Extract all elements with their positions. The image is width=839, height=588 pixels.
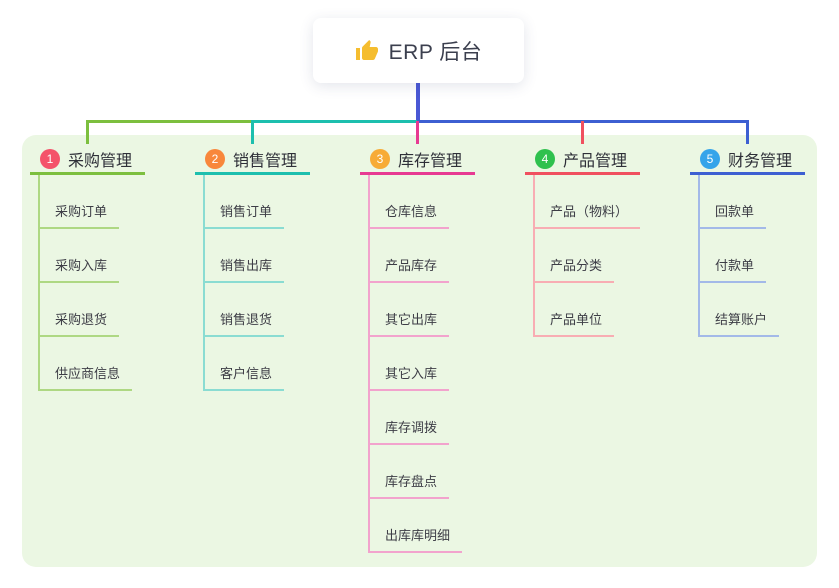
branch-number-badge: 5 [700, 148, 720, 169]
child-node[interactable]: 产品分类 [533, 255, 615, 283]
child-node[interactable]: 采购入库 [38, 255, 120, 283]
child-row: 销售退货 [195, 283, 355, 337]
branch-3: 3 库存管理仓库信息产品库存其它出库其它入库库存调拨库存盘点出库库明细 [360, 145, 520, 553]
branch-children: 仓库信息产品库存其它出库其它入库库存调拨库存盘点出库库明细 [360, 175, 520, 553]
branch-spine-line [533, 175, 535, 337]
child-node[interactable]: 客户信息 [203, 363, 285, 391]
branch-4: 4 产品管理产品（物料） 产品分类产品单位 [525, 145, 685, 337]
branch-title-label: 财务管理 [728, 152, 793, 170]
child-node[interactable]: 产品库存 [368, 255, 450, 283]
child-node[interactable]: 仓库信息 [368, 201, 450, 229]
child-row: 供应商信息 [30, 337, 190, 391]
branch-title-label: 产品管理 [563, 152, 628, 170]
branches-panel [22, 135, 817, 567]
child-row: 销售出库 [195, 229, 355, 283]
child-row: 客户信息 [195, 337, 355, 391]
branch-title-node[interactable]: 2 销售管理 [195, 145, 310, 175]
branch-number-badge: 3 [370, 148, 390, 169]
branch-5: 5 财务管理回款单付款单结算账户 [690, 145, 839, 337]
child-row: 产品（物料） [525, 175, 685, 229]
child-node[interactable]: 付款单 [698, 255, 767, 283]
branch-title-node[interactable]: 3 库存管理 [360, 145, 475, 175]
child-row: 销售订单 [195, 175, 355, 229]
child-node[interactable]: 销售订单 [203, 201, 285, 229]
branch-number-badge: 2 [205, 148, 225, 169]
child-node[interactable]: 采购订单 [38, 201, 120, 229]
branch-title-node[interactable]: 4 产品管理 [525, 145, 640, 175]
child-node[interactable]: 库存调拨 [368, 417, 450, 445]
child-row: 其它入库 [360, 337, 520, 391]
child-node[interactable]: 产品（物料） [533, 201, 641, 229]
child-node[interactable]: 销售退货 [203, 309, 285, 337]
child-node[interactable]: 库存盘点 [368, 471, 450, 499]
branch-spine-line [203, 175, 205, 391]
branch-children: 产品（物料） 产品分类产品单位 [525, 175, 685, 337]
child-row: 采购退货 [30, 283, 190, 337]
child-row: 库存盘点 [360, 445, 520, 499]
branch-spine-line [698, 175, 700, 337]
child-row: 结算账户 [690, 283, 839, 337]
branch-children: 销售订单销售出库销售退货客户信息 [195, 175, 355, 391]
thumbs-up-icon [355, 39, 378, 60]
branch-spine-line [368, 175, 370, 553]
root-connector-line [416, 83, 420, 123]
branch-title-label: 库存管理 [398, 152, 463, 170]
branch-title-node[interactable]: 5 财务管理 [690, 145, 805, 175]
child-node[interactable]: 其它出库 [368, 309, 450, 337]
branch-spine-line [38, 175, 40, 391]
child-node[interactable]: 销售出库 [203, 255, 285, 283]
top-connector-segment [86, 120, 254, 123]
root-node[interactable]: ERP 后台 [313, 18, 524, 83]
branch-2: 2 销售管理销售订单销售出库销售退货客户信息 [195, 145, 355, 391]
branch-title-label: 销售管理 [233, 152, 298, 170]
child-row: 其它出库 [360, 283, 520, 337]
child-node[interactable]: 回款单 [698, 201, 767, 229]
branch-children: 回款单付款单结算账户 [690, 175, 839, 337]
branch-drop-line [86, 121, 89, 144]
root-title: ERP 后台 [388, 40, 483, 64]
child-node[interactable]: 采购退货 [38, 309, 120, 337]
child-row: 付款单 [690, 229, 839, 283]
branch-title-label: 采购管理 [68, 152, 133, 170]
branch-drop-line [746, 121, 749, 144]
child-row: 仓库信息 [360, 175, 520, 229]
child-node[interactable]: 其它入库 [368, 363, 450, 391]
child-row: 出库库明细 [360, 499, 520, 553]
child-row: 产品分类 [525, 229, 685, 283]
child-node[interactable]: 产品单位 [533, 309, 615, 337]
child-row: 采购订单 [30, 175, 190, 229]
child-node[interactable]: 结算账户 [698, 309, 780, 337]
branch-children: 采购订单采购入库采购退货供应商信息 [30, 175, 190, 391]
child-row: 库存调拨 [360, 391, 520, 445]
branch-number-badge: 1 [40, 148, 60, 169]
child-row: 产品库存 [360, 229, 520, 283]
child-row: 产品单位 [525, 283, 685, 337]
branch-number-badge: 4 [535, 148, 555, 169]
branch-drop-line [416, 121, 419, 144]
branch-title-node[interactable]: 1 采购管理 [30, 145, 145, 175]
branch-drop-line [251, 121, 254, 144]
child-node[interactable]: 供应商信息 [38, 363, 133, 391]
child-node[interactable]: 出库库明细 [368, 525, 463, 553]
child-row: 采购入库 [30, 229, 190, 283]
branch-drop-line [581, 121, 584, 144]
branch-1: 1 采购管理采购订单采购入库采购退货供应商信息 [30, 145, 190, 391]
top-connector-segment [251, 120, 419, 123]
child-row: 回款单 [690, 175, 839, 229]
